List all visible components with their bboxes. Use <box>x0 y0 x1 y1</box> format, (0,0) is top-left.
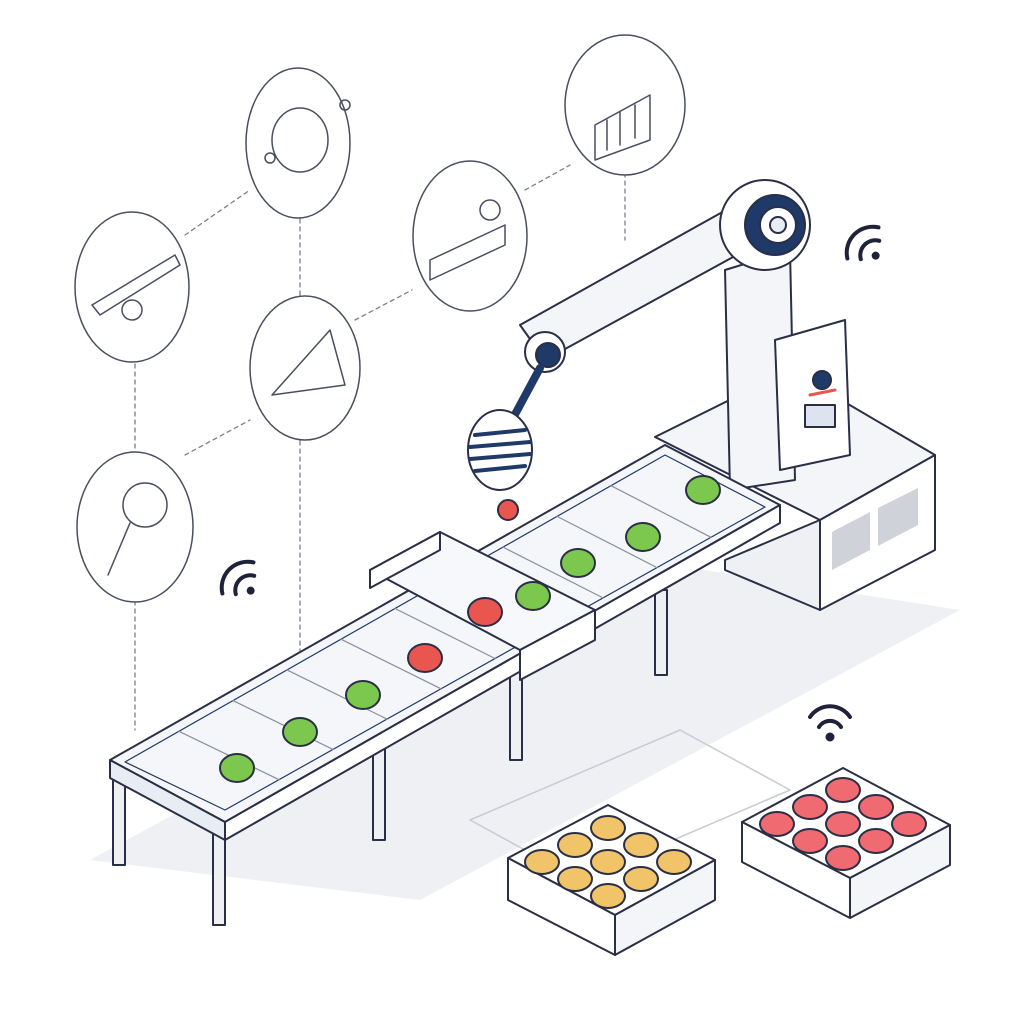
belt-item-green <box>282 717 318 747</box>
crate-item <box>656 849 692 875</box>
belt-slat <box>502 546 604 599</box>
crate-item <box>524 849 560 875</box>
floor-shadow <box>90 560 960 900</box>
conveyor <box>109 444 781 926</box>
crate-item <box>792 828 828 854</box>
gripper-paddle <box>467 409 533 491</box>
crate-item <box>557 832 593 858</box>
crate-item <box>858 794 894 820</box>
belt-item-green-leafy <box>560 548 596 578</box>
recipe-icons <box>74 34 686 603</box>
belt-slat <box>286 669 388 720</box>
belt-item-green <box>219 753 255 783</box>
crate-item <box>623 832 659 858</box>
crate-item <box>590 815 626 841</box>
wifi-icon <box>219 559 257 597</box>
vent-panel <box>878 488 918 546</box>
conveyor-legs <box>112 589 668 926</box>
belt-item-green-leafy <box>515 581 551 611</box>
crate-item <box>590 849 626 875</box>
belt-item-red <box>467 597 503 627</box>
belt-item-red <box>407 643 443 673</box>
crate-item <box>590 883 626 909</box>
belt-slats <box>178 485 712 781</box>
crate-item <box>825 845 861 871</box>
crate-item <box>623 866 659 892</box>
falling-item <box>497 499 519 521</box>
pan-icon <box>245 67 351 219</box>
belt-item-green-leafy <box>625 522 661 552</box>
knife-icon <box>74 211 190 363</box>
connector-lines <box>134 164 626 731</box>
belt-items <box>219 475 721 783</box>
accepted-crate <box>507 804 716 956</box>
belt-slat <box>394 607 496 660</box>
crate-item <box>891 811 927 837</box>
crate-item <box>759 811 795 837</box>
crate-item <box>825 811 861 837</box>
bar-chart-icon <box>564 34 686 176</box>
rejected-crate <box>741 767 951 919</box>
belt-slat <box>556 515 658 569</box>
vent-panel <box>832 512 870 570</box>
wifi-icon <box>808 704 852 742</box>
pizza-slice-icon <box>249 295 361 441</box>
crate-item <box>858 828 894 854</box>
belt-slat <box>610 485 712 538</box>
robot-arm <box>467 179 851 491</box>
belt-slat <box>232 699 334 751</box>
belt-slat <box>340 638 442 690</box>
skillet-icon <box>76 451 194 603</box>
belt-item-green <box>345 680 381 710</box>
crate-item <box>557 866 593 892</box>
crate-item <box>825 777 861 803</box>
wifi-icon <box>844 224 882 262</box>
belt-item-green-leafy <box>685 475 721 505</box>
slicer-machine-icon <box>412 160 528 312</box>
crate-item <box>792 794 828 820</box>
